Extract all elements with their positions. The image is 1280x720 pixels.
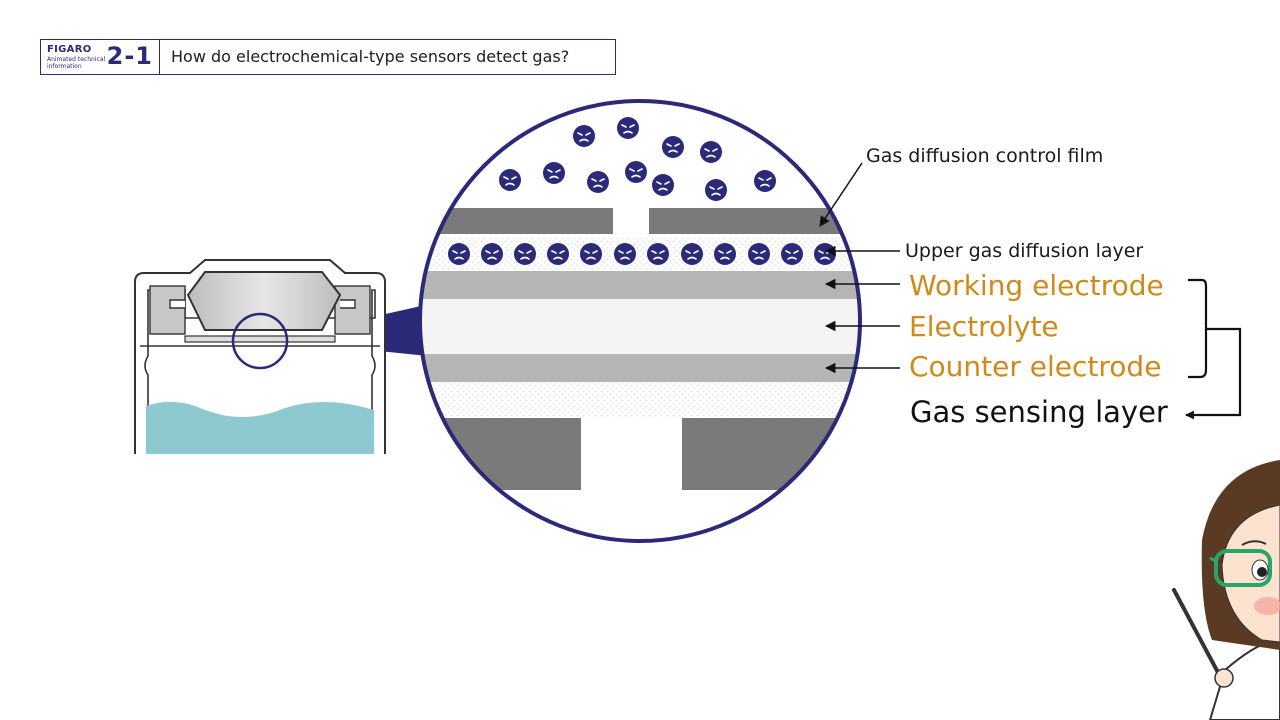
gas-molecule-icon bbox=[754, 170, 776, 192]
electrolyte-liquid bbox=[146, 401, 374, 454]
presenter-character bbox=[1172, 460, 1280, 720]
gas-molecule-icon bbox=[652, 174, 674, 196]
label-working-electrode: Working electrode bbox=[909, 269, 1164, 302]
gas-molecule-icon bbox=[625, 161, 647, 183]
magnifier-ring bbox=[418, 99, 862, 543]
zoom-source-circle bbox=[231, 312, 289, 370]
sensing-layer-bracket bbox=[1188, 278, 1208, 379]
gas-molecule-icon bbox=[781, 243, 803, 265]
brand-subtitle: Animated technical information bbox=[47, 56, 106, 70]
figaro-logo: FIGARO Animated technical information 2-… bbox=[41, 40, 160, 74]
housing-block-right bbox=[682, 418, 860, 490]
gas-molecule-icon bbox=[617, 117, 639, 139]
sensor-body bbox=[134, 259, 386, 454]
glasses bbox=[1214, 549, 1272, 587]
counter-electrode bbox=[420, 354, 860, 382]
gas-molecule-icon bbox=[514, 243, 536, 265]
gas-molecule-icon bbox=[573, 125, 595, 147]
housing-block-left bbox=[420, 418, 581, 490]
brand-name: FIGARO bbox=[47, 44, 92, 55]
title-banner: FIGARO Animated technical information 2-… bbox=[40, 39, 616, 75]
gas-molecule-icon bbox=[614, 243, 636, 265]
page-title: How do electrochemical-type sensors dete… bbox=[171, 47, 570, 66]
label-counter-electrode: Counter electrode bbox=[909, 350, 1162, 383]
lower-diffusion-layer bbox=[420, 382, 860, 418]
gas-molecule-icon bbox=[700, 141, 722, 163]
label-electrolyte: Electrolyte bbox=[909, 310, 1059, 343]
gas-molecule-icon bbox=[448, 243, 470, 265]
gas-molecule-icon bbox=[748, 243, 770, 265]
gas-molecule-icon bbox=[714, 243, 736, 265]
gas-molecule-icon bbox=[580, 243, 602, 265]
film-leader-line bbox=[819, 162, 863, 227]
gas-diffusion-control-film-left bbox=[420, 208, 613, 234]
label-gas-diffusion-control-film: Gas diffusion control film bbox=[866, 145, 1104, 167]
magnified-view bbox=[420, 101, 860, 541]
gas-molecules bbox=[448, 117, 836, 265]
gas-molecule-icon bbox=[499, 169, 521, 191]
gas-molecule-icon bbox=[547, 243, 569, 265]
label-upper-gas-diffusion-layer: Upper gas diffusion layer bbox=[905, 240, 1144, 262]
gas-molecule-icon bbox=[647, 243, 669, 265]
gas-molecule-icon bbox=[587, 171, 609, 193]
pointer-stick bbox=[1172, 588, 1224, 682]
upper-gas-diffusion-layer bbox=[420, 238, 860, 270]
gas-molecule-icon bbox=[814, 243, 836, 265]
sensor-cap bbox=[186, 271, 342, 331]
gas-diffusion-control-film-right bbox=[649, 208, 860, 234]
label-gas-sensing-layer: Gas sensing layer bbox=[910, 395, 1168, 429]
gas-molecule-icon bbox=[543, 162, 565, 184]
working-electrode bbox=[420, 271, 860, 299]
gas-molecule-icon bbox=[481, 243, 503, 265]
electrolyte-layer bbox=[420, 299, 860, 354]
gas-molecule-icon bbox=[705, 179, 727, 201]
gas-molecule-icon bbox=[681, 243, 703, 265]
chapter-number: 2-1 bbox=[106, 42, 153, 70]
gas-molecule-icon bbox=[662, 136, 684, 158]
